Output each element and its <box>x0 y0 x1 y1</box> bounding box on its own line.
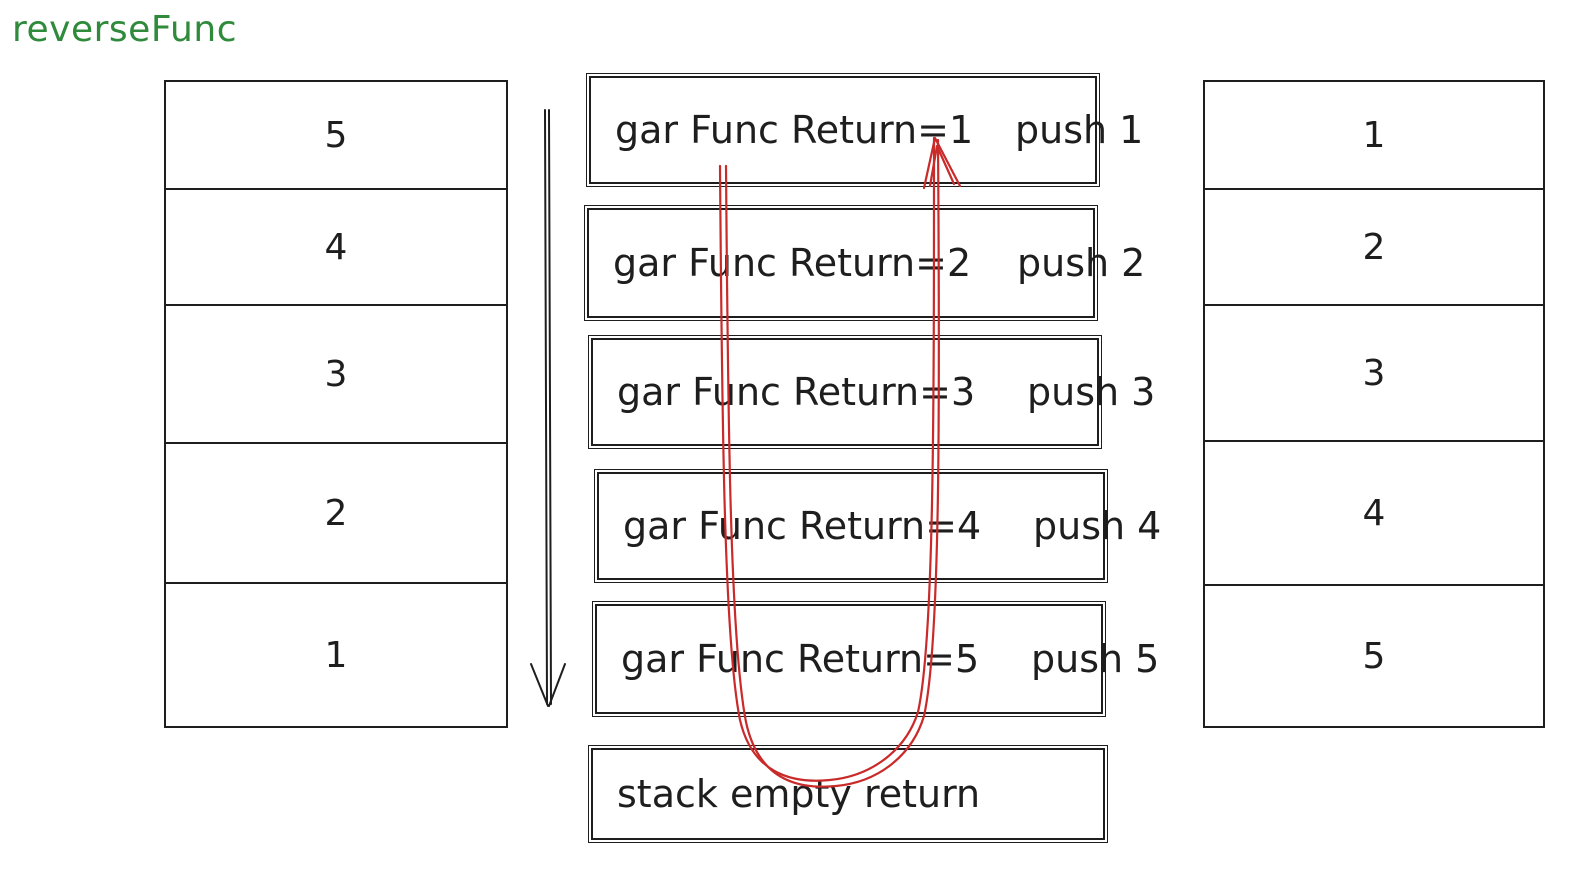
call-frame-label: gar Func Return=1 <box>615 108 974 152</box>
call-frame: gar Func Return=1 push 1 <box>586 73 1143 187</box>
call-frame-label: gar Func Return=2 <box>613 241 972 285</box>
base-frame-label: stack empty return <box>617 772 981 816</box>
call-frame: gar Func Return=3 push 3 <box>588 335 1155 449</box>
left-stack-cell: 4 <box>166 188 506 304</box>
left-stack-cell: 3 <box>166 304 506 442</box>
base-frame: stack empty return <box>588 745 1108 843</box>
call-frame-push: push 1 <box>1015 108 1144 152</box>
call-frame-push: push 4 <box>1033 504 1162 548</box>
call-frame-label: gar Func Return=3 <box>617 370 976 414</box>
left-stack-cell: 1 <box>166 582 506 726</box>
call-frame-push: push 5 <box>1031 637 1160 681</box>
right-stack-cell: 3 <box>1205 304 1543 440</box>
call-frame-label: gar Func Return=4 <box>623 504 982 548</box>
left-stack-cell: 5 <box>324 114 348 156</box>
left-stack-cell: 2 <box>166 442 506 582</box>
call-frame: gar Func Return=2 push 2 <box>584 205 1145 321</box>
right-stack-cell: 2 <box>1205 188 1543 304</box>
call-frame-push: push 2 <box>1017 241 1146 285</box>
call-frame-push: push 3 <box>1027 370 1156 414</box>
diagram-title: reverseFunc <box>12 9 237 50</box>
left-stack: 5 4 3 2 1 <box>164 80 508 728</box>
right-stack-cell: 5 <box>1205 584 1543 726</box>
call-frame: gar Func Return=5 push 5 <box>592 601 1159 717</box>
call-frame: gar Func Return=4 push 4 <box>594 469 1161 583</box>
call-frame-label: gar Func Return=5 <box>621 637 980 681</box>
right-stack-cell: 1 <box>1362 114 1386 156</box>
right-stack: 1 2 3 4 5 <box>1203 80 1545 728</box>
down-arrow-icon <box>530 109 566 707</box>
right-stack-cell: 4 <box>1205 440 1543 584</box>
